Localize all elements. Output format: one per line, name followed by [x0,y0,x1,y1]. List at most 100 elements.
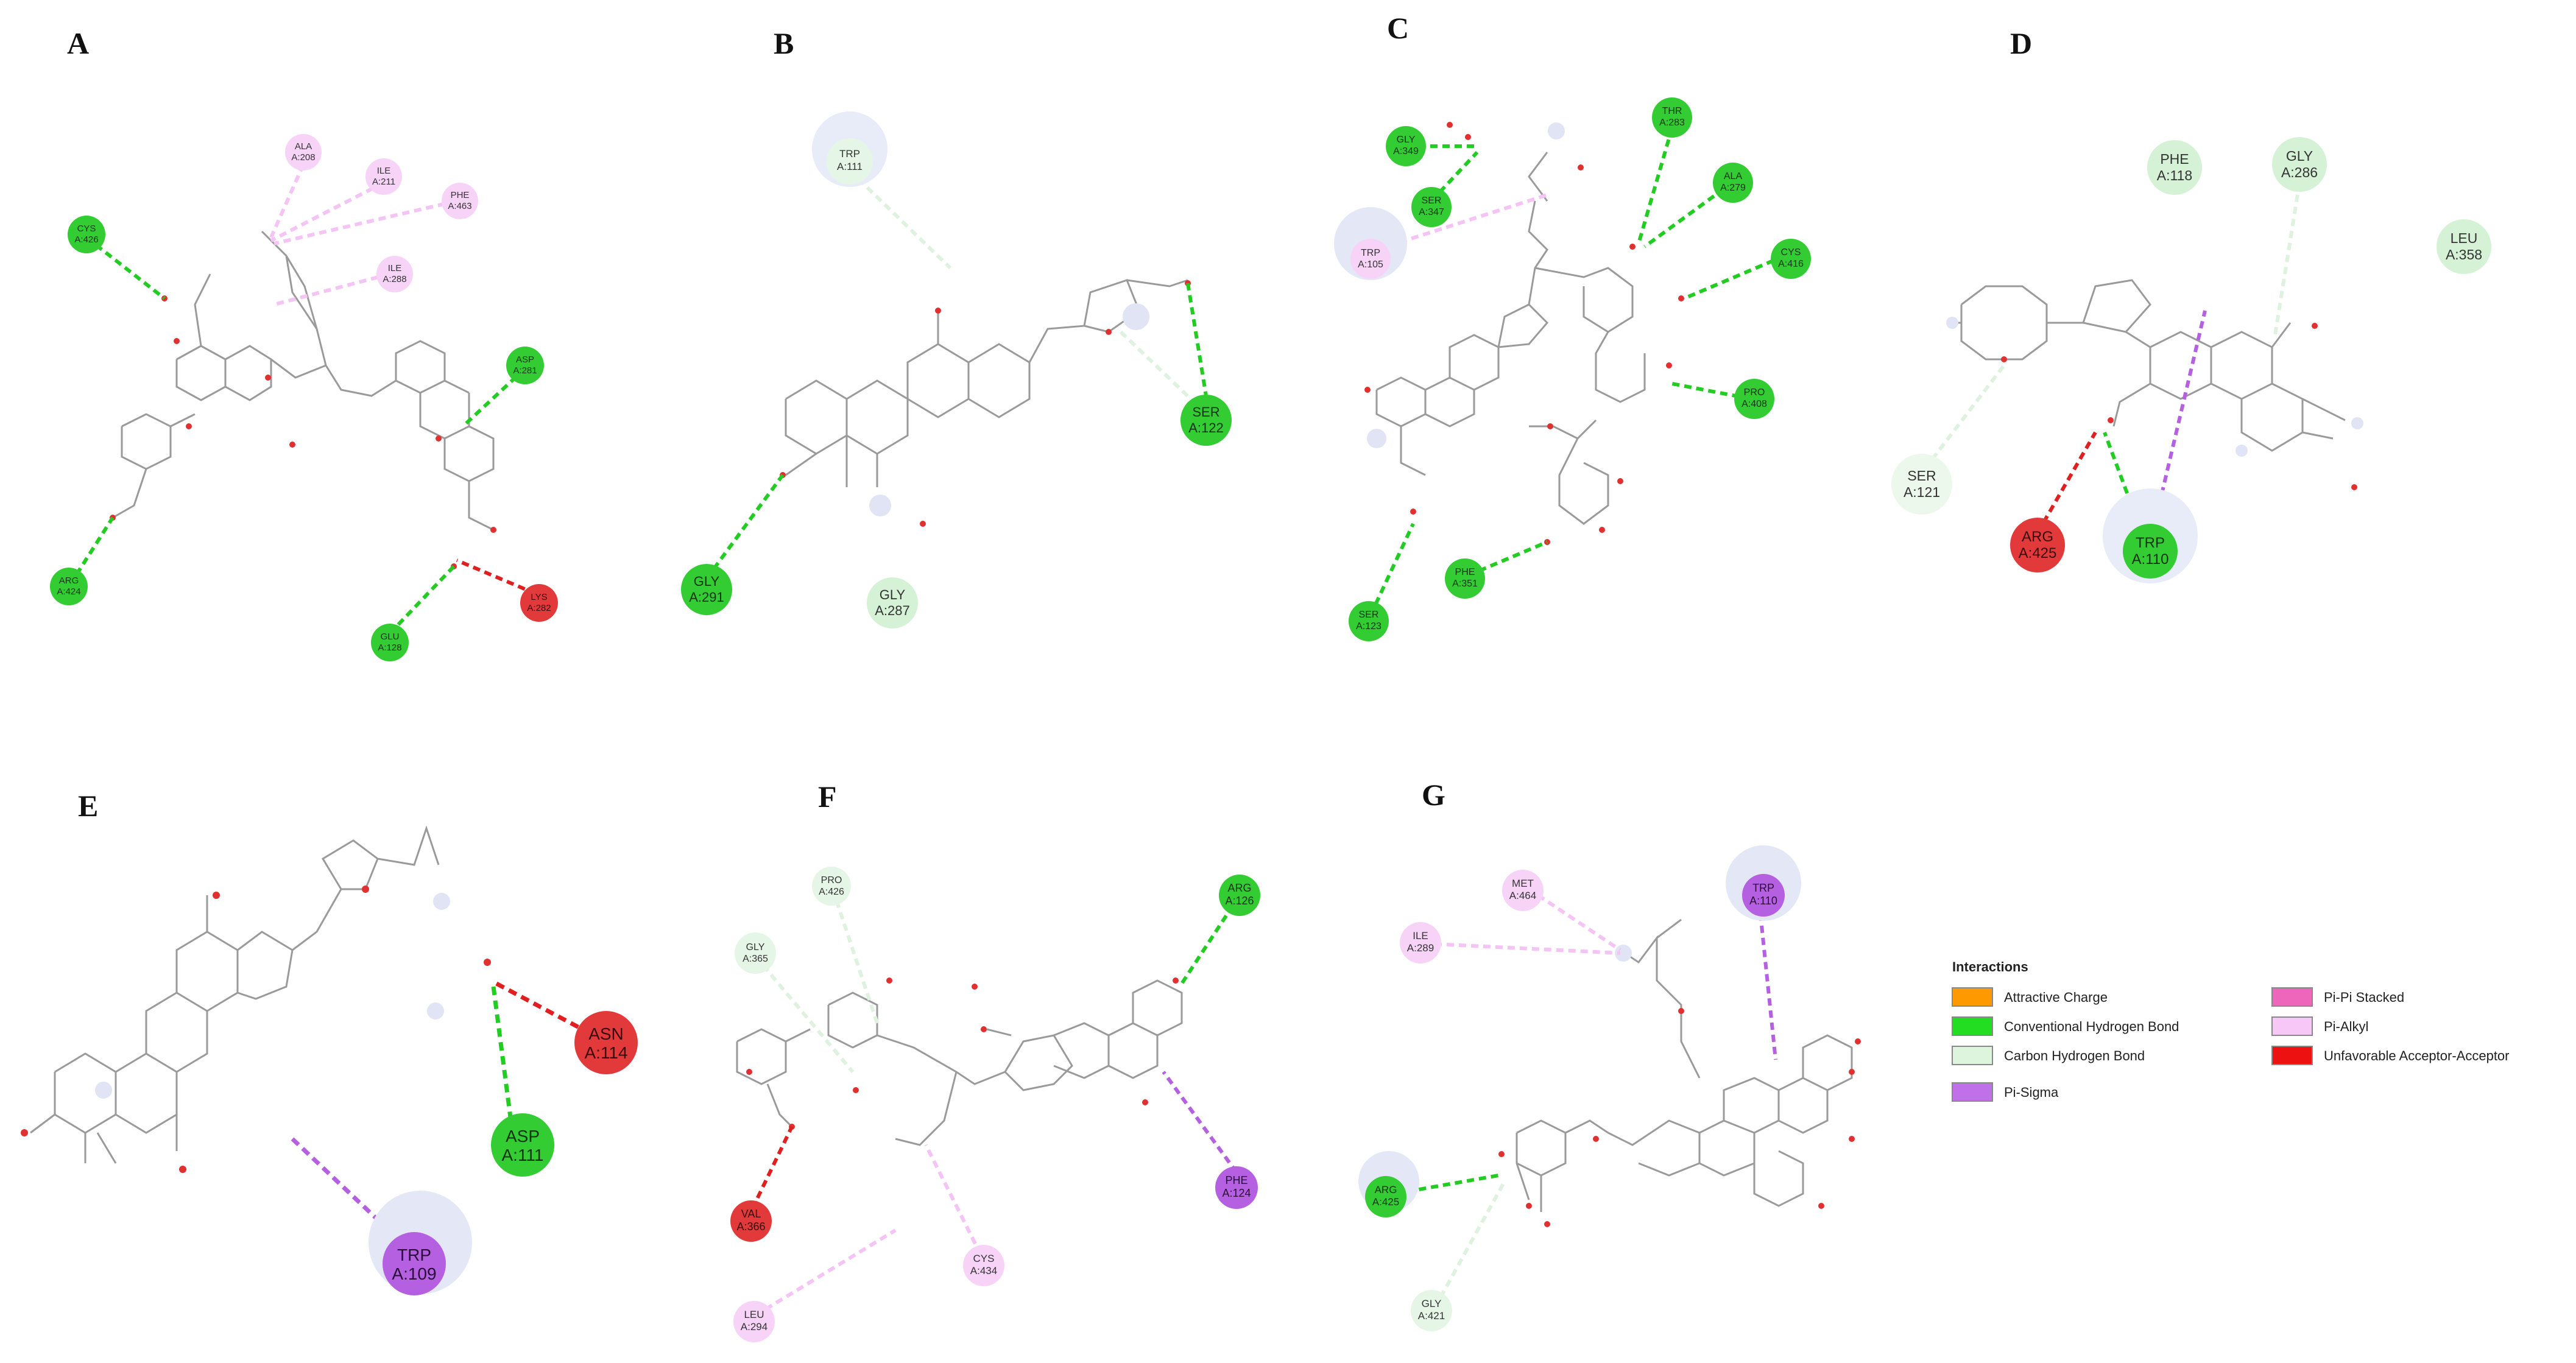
residue-phe-351: PHE A:351 [1445,558,1485,599]
svg-text:A:349: A:349 [1393,146,1419,157]
legend-item-unfavorable-acceptor-acceptor: Unfavorable Acceptor-Acceptor [2271,1046,2510,1065]
svg-text:A:288: A:288 [383,274,406,284]
residue-glu-128: GLU A:128 [371,624,409,661]
residue-arg-424: ARG A:424 [50,568,88,605]
interaction-lines-g [1394,893,1777,1298]
residue-asp-281: ASP A:281 [506,347,544,384]
svg-text:A:282: A:282 [527,603,551,613]
residue-ser-347: SER A:347 [1411,187,1452,227]
svg-text:A:426: A:426 [819,887,844,897]
panel-e: ASN A:114 ASP A:111 TRP A:109 [21,825,638,1295]
svg-text:GLY: GLY [1397,135,1416,145]
svg-text:A:283: A:283 [1659,118,1685,128]
svg-text:CYS: CYS [1781,247,1801,258]
panel-label-g: G [1422,778,1445,812]
residue-phe-124: PHE A:124 [1215,1166,1258,1209]
svg-text:A:424: A:424 [57,586,80,597]
svg-text:CYS: CYS [973,1253,995,1264]
residue-gly-421: GLY A:421 [1411,1290,1452,1331]
ligand-structure-a [112,230,495,531]
residue-gly-349: GLY A:349 [1386,126,1426,166]
residue-lys-282: LYS A:282 [520,584,558,622]
legend: Interactions Attractive Charge Conventio… [1952,959,2510,1102]
svg-text:ASP: ASP [516,354,534,365]
svg-text:PHE: PHE [1225,1174,1247,1186]
residue-gly-365: GLY A:365 [735,932,776,974]
svg-text:A:121: A:121 [1904,484,1940,500]
interaction-lines-d [1923,182,2301,540]
interaction-lines-c [1369,127,1786,616]
svg-text:GLY: GLY [746,942,765,953]
residue-trp-111: TRP A:111 [812,111,887,187]
residue-val-366: VAL A:366 [730,1200,772,1242]
residue-ser-122: SER A:122 [1180,395,1232,446]
svg-text:A:286: A:286 [2281,164,2318,180]
svg-text:A:208: A:208 [291,152,315,163]
svg-text:A:211: A:211 [372,177,395,187]
svg-text:A:358: A:358 [2446,247,2482,262]
svg-text:PHE: PHE [1455,567,1475,577]
svg-text:A:114: A:114 [584,1043,627,1062]
svg-text:A:426: A:426 [74,234,98,245]
svg-text:TRP: TRP [2136,535,2165,551]
oxygen-atoms-e [21,886,491,1173]
panel-label-e: E [78,789,98,823]
solvent-halos-e [95,893,450,1099]
svg-text:PRO: PRO [1744,387,1765,398]
svg-text:A:421: A:421 [1418,1310,1445,1322]
svg-text:ILE: ILE [388,263,402,273]
svg-text:Pi-Sigma: Pi-Sigma [2004,1085,2059,1100]
svg-text:SER: SER [1192,404,1219,420]
svg-text:A:279: A:279 [1720,183,1746,193]
residue-ala-208: ALA A:208 [285,134,322,171]
residue-cys-416: CYS A:416 [1771,239,1811,279]
panel-a: ALA A:208 ILE A:211 PHE A:463 ILE A:288 … [50,134,558,661]
svg-text:TRP: TRP [397,1245,431,1264]
residue-thr-283: THR A:283 [1652,97,1692,138]
svg-text:MET: MET [1512,878,1534,889]
residue-trp-110-g: TRP A:110 [1726,845,1801,921]
residue-phe-463: PHE A:463 [442,183,478,219]
residue-arg-425: ARG A:425 [2010,518,2065,572]
panel-b: TRP A:111 SER A:122 GLY A:291 GLY A:287 [681,111,1232,629]
panel-label-d: D [2010,26,2032,60]
panel-label-f: F [818,780,837,814]
svg-text:A:408: A:408 [1741,399,1767,409]
svg-text:A:347: A:347 [1419,207,1444,217]
residue-asn-114: ASN A:114 [574,1011,638,1074]
residue-cys-426: CYS A:426 [68,216,105,253]
svg-text:ASN: ASN [588,1024,624,1043]
residue-phe-118: PHE A:118 [2147,140,2202,195]
legend-title: Interactions [1952,959,2028,974]
svg-text:A:281: A:281 [513,365,537,376]
svg-text:ARG: ARG [1227,882,1251,894]
legend-item-conventional-hydrogen-bond: Conventional Hydrogen Bond [1952,1016,2179,1036]
residue-cys-434: CYS A:434 [963,1245,1004,1286]
panel-f: PRO A:426 GLY A:365 ARG A:126 PHE A:124 … [730,867,1260,1342]
svg-text:TRP: TRP [839,148,860,160]
svg-text:ILE: ILE [377,166,391,176]
residue-ser-123: SER A:123 [1349,601,1389,641]
interaction-lines-a [68,163,537,635]
svg-text:Conventional Hydrogen Bond: Conventional Hydrogen Bond [2004,1019,2179,1034]
solvent-halos-c [1367,122,1565,448]
residue-trp-109: TRP A:109 [369,1191,472,1295]
residue-leu-294: LEU A:294 [733,1301,775,1342]
interaction-lines-b [705,169,1208,580]
ligand-structure-d [1949,279,2346,452]
residue-arg-126: ARG A:126 [1219,875,1260,916]
residue-pro-408: PRO A:408 [1734,379,1774,419]
residue-trp-105: TRP A:105 [1334,207,1407,280]
ligand-structure-f [736,979,1183,1146]
svg-text:A:109: A:109 [392,1264,436,1283]
svg-text:A:366: A:366 [736,1220,765,1233]
svg-text:A:434: A:434 [970,1265,997,1277]
residue-ile-289: ILE A:289 [1400,922,1441,963]
svg-text:A:463: A:463 [448,201,471,211]
svg-text:ARG: ARG [2022,529,2053,545]
svg-text:LEU: LEU [2451,230,2478,246]
residue-gly-286: GLY A:286 [2272,137,2327,192]
svg-text:A:110: A:110 [2132,551,2169,568]
svg-text:A:365: A:365 [743,954,768,964]
